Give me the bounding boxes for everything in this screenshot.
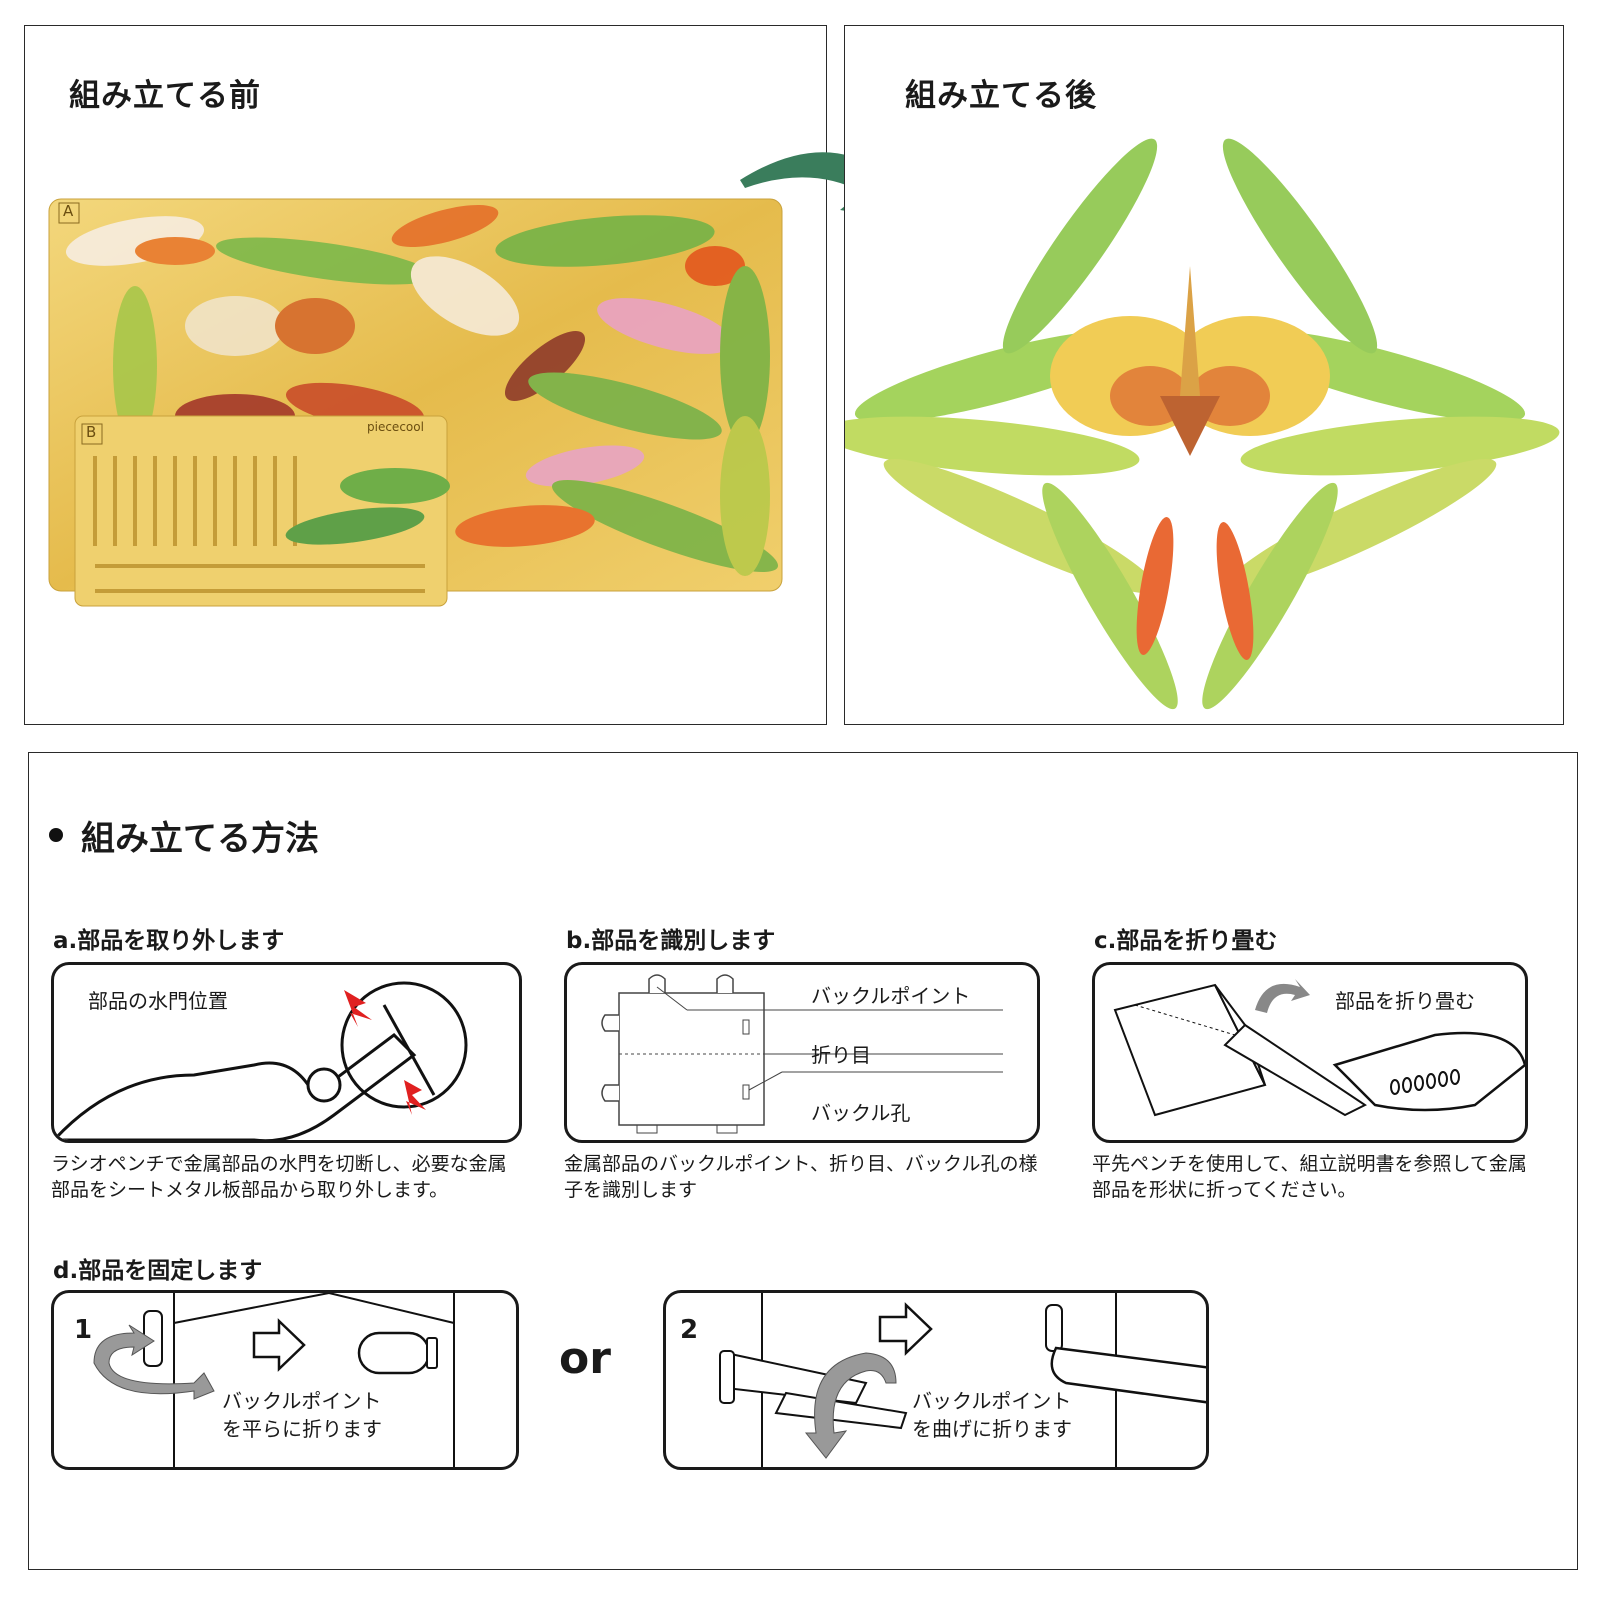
step-b-illustration: バックルポイント 折り目 バックル孔: [564, 962, 1040, 1143]
right-arrow-icon: [252, 1318, 306, 1372]
option2-number: 2: [680, 1315, 699, 1345]
option2-caption-line2: を曲げに折ります: [912, 1417, 1072, 1441]
step-a-callout: 部品の水門位置: [88, 989, 228, 1013]
step-c-callout: 部品を折り畳む: [1335, 989, 1475, 1013]
option2-caption-line1: バックルポイント: [912, 1389, 1072, 1413]
section-bullet: [49, 828, 63, 842]
before-panel: 組み立てる前: [24, 25, 827, 725]
step-d-option1-illustration: 1 バックルポイント を平らに折ります: [51, 1290, 519, 1470]
before-title: 組み立てる前: [69, 78, 261, 114]
step-d-title: d.部品を固定します: [53, 1258, 263, 1284]
step-c-desc: 平先ペンチを使用して、組立説明書を参照して金属部品を形状に折ってください。: [1092, 1153, 1527, 1201]
option1-number: 1: [74, 1315, 93, 1345]
after-panel: 組み立てる後: [844, 25, 1564, 725]
assembled-model-illustration: [845, 138, 1560, 710]
step-c-title: c.部品を折り畳む: [1094, 928, 1278, 954]
label-buckle-point: バックルポイント: [811, 984, 971, 1008]
after-title: 組み立てる後: [905, 78, 1097, 114]
brand-mark: piececool: [367, 420, 424, 434]
step-c-illustration: 部品を折り畳む: [1092, 962, 1528, 1143]
or-separator: or: [559, 1333, 611, 1384]
step-a-title: a.部品を取り外します: [53, 928, 285, 954]
step-b-title: b.部品を識別します: [566, 928, 776, 954]
cut-mark-icon: [404, 1080, 426, 1115]
option1-caption-line2: を平らに折ります: [222, 1417, 382, 1441]
step-d-option2-illustration: 2 バックルポイント を曲げに折ります: [663, 1290, 1209, 1470]
step-a-illustration: 部品の水門位置: [51, 962, 522, 1143]
step-b-desc: 金属部品のバックルポイント、折り目、バックル孔の様子を識別します: [564, 1153, 1038, 1201]
rotate-arrow-icon: [93, 1324, 215, 1400]
cut-mark-icon: [344, 990, 372, 1027]
right-arrow-icon: [878, 1302, 933, 1356]
label-buckle-hole: バックル孔: [811, 1101, 911, 1125]
method-title: 組み立てる方法: [81, 819, 319, 859]
sheet-a-label: A: [63, 202, 74, 220]
sheet-b-label: B: [86, 423, 97, 441]
option1-caption-line1: バックルポイント: [222, 1389, 382, 1413]
label-fold-line: 折り目: [811, 1043, 871, 1067]
step-a-desc: ラシオペンチで金属部品の水門を切断し、必要な金属部品をシートメタル板部品から取り…: [51, 1153, 507, 1201]
method-panel: 組み立てる方法 a.部品を取り外します 部品の水門位置 ラシオペンチで金属部品の…: [28, 752, 1578, 1570]
metal-sheet-illustration: [48, 198, 783, 607]
bend-arrow-icon: [804, 1352, 897, 1459]
fold-arrow-icon: [1255, 979, 1310, 1013]
